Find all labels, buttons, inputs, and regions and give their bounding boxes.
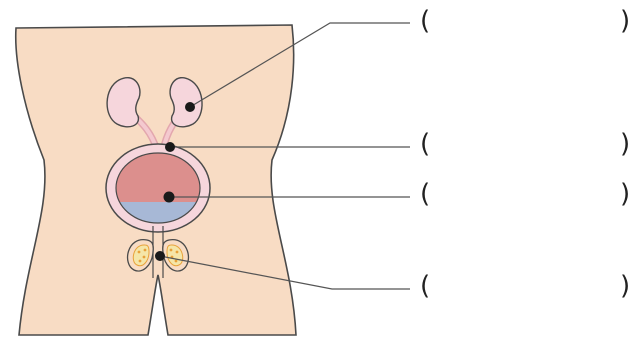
pointer-dot-1 xyxy=(185,102,195,112)
blank-2-close-paren: ) xyxy=(620,131,630,157)
pointer-dot-2 xyxy=(165,142,175,152)
blank-1-close-paren: ) xyxy=(620,8,630,34)
pointer-dot-4 xyxy=(155,251,165,261)
blank-4-open-paren: ( xyxy=(420,273,430,299)
blank-3-open-paren: ( xyxy=(420,181,430,207)
blank-2-open-paren: ( xyxy=(420,131,430,157)
pointer-dot-3 xyxy=(164,192,175,203)
blank-4-close-paren: ) xyxy=(620,273,630,299)
blank-1-open-paren: ( xyxy=(420,8,430,34)
bladder xyxy=(106,144,210,232)
blank-3-close-paren: ) xyxy=(620,181,630,207)
